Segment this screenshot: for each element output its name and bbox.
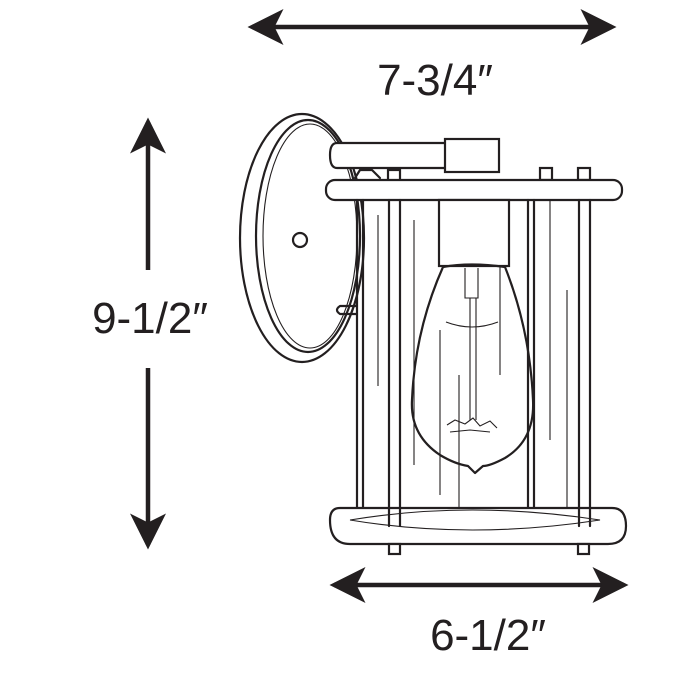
foot [387,542,402,556]
width-dimension: 7-3/4″ [247,9,617,105]
height-label: 9-1/2″ [92,294,208,343]
bottom-ring [328,506,628,546]
glass-cage [355,198,592,528]
edison-bulb [410,263,535,475]
foot [576,542,591,556]
base-width-label: 6-1/2″ [430,611,546,660]
width-label: 7-3/4″ [377,56,493,105]
top-ring [324,178,624,202]
height-dimension: 9-1/2″ [92,117,208,550]
lantern-illustration [238,112,628,556]
screw-hole [291,231,309,249]
base-width-dimension: 6-1/2″ [329,567,629,660]
mounting-arm [328,137,501,174]
bulb-socket [437,198,511,268]
